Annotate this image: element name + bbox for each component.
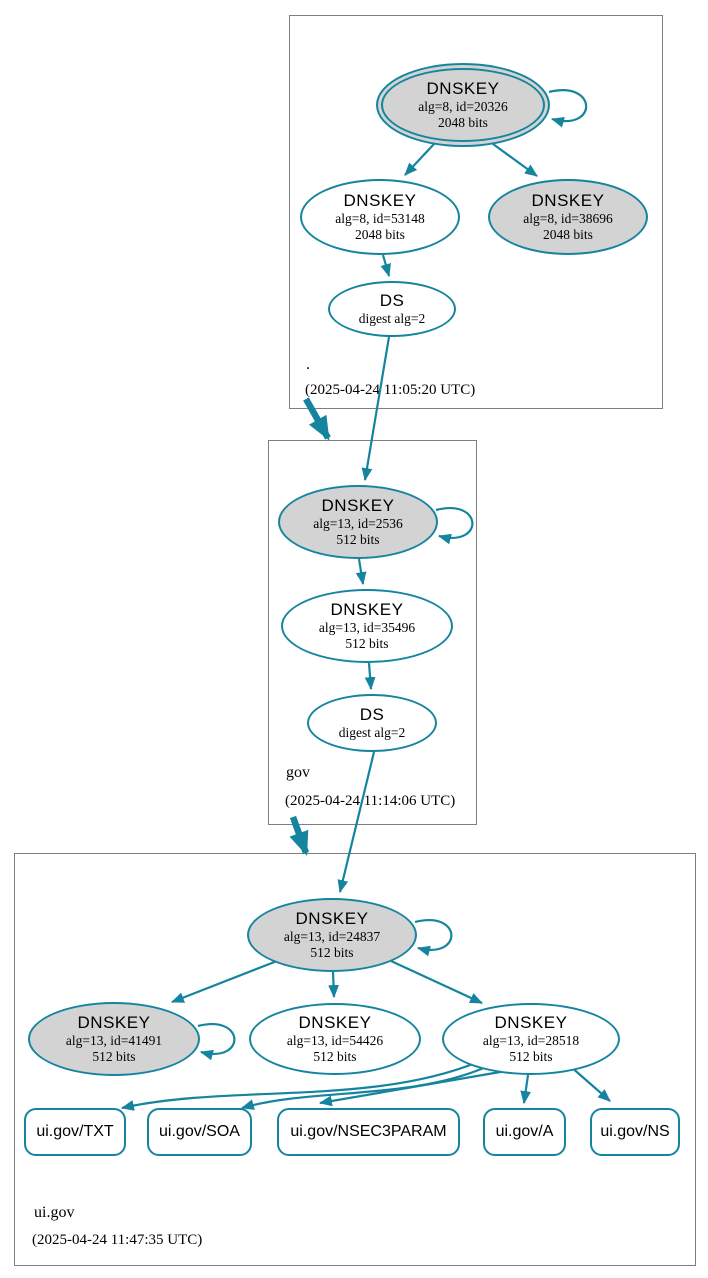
node-detail: alg=13, id=54426 bbox=[286, 1033, 384, 1048]
node-detail: alg=13, id=41491 bbox=[65, 1033, 163, 1048]
rrset-ui-gov-a[interactable]: ui.gov/A bbox=[483, 1108, 566, 1156]
node-title: DNSKEY bbox=[426, 79, 500, 98]
node-ds-root[interactable]: DS digest alg=2 bbox=[328, 281, 456, 337]
node-size: 2048 bits bbox=[355, 227, 405, 242]
node-size: 512 bits bbox=[336, 532, 380, 547]
rrset-ui-gov-txt[interactable]: ui.gov/TXT bbox=[24, 1108, 126, 1156]
node-title: DNSKEY bbox=[295, 909, 369, 928]
node-detail: digest alg=2 bbox=[358, 311, 426, 326]
node-dnskey-uigov-ksk[interactable]: DNSKEY alg=13, id=24837 512 bits bbox=[247, 898, 417, 972]
zone-label-ui-gov: ui.gov bbox=[34, 1204, 75, 1221]
node-detail: alg=8, id=38696 bbox=[523, 211, 613, 226]
node-dnskey-uigov-key28518[interactable]: DNSKEY alg=13, id=28518 512 bits bbox=[442, 1003, 620, 1075]
node-size: 512 bits bbox=[313, 1049, 357, 1064]
node-dnskey-gov-ksk[interactable]: DNSKEY alg=13, id=2536 512 bits bbox=[278, 485, 438, 559]
node-detail: alg=13, id=28518 bbox=[482, 1033, 580, 1048]
node-title: DS bbox=[379, 291, 405, 310]
node-title: DNSKEY bbox=[321, 496, 395, 515]
node-size: 512 bits bbox=[310, 945, 354, 960]
zone-label-root: . bbox=[306, 356, 310, 373]
node-title: DNSKEY bbox=[494, 1013, 568, 1032]
node-size: 512 bits bbox=[509, 1049, 553, 1064]
node-ds-gov[interactable]: DS digest alg=2 bbox=[307, 694, 437, 752]
rrset-ui-gov-nsec3param[interactable]: ui.gov/NSEC3PARAM bbox=[277, 1108, 460, 1156]
node-title: DNSKEY bbox=[531, 191, 605, 210]
node-size: 512 bits bbox=[345, 636, 389, 651]
node-dnskey-root-key2[interactable]: DNSKEY alg=8, id=38696 2048 bits bbox=[488, 179, 648, 255]
zone-label-gov: gov bbox=[286, 764, 310, 781]
node-detail: alg=13, id=35496 bbox=[318, 620, 416, 635]
node-dnskey-uigov-key41491[interactable]: DNSKEY alg=13, id=41491 512 bits bbox=[28, 1002, 200, 1076]
node-title: DNSKEY bbox=[343, 191, 417, 210]
node-dnskey-root-ksk[interactable]: DNSKEY alg=8, id=20326 2048 bits bbox=[376, 63, 550, 147]
node-title: DS bbox=[359, 705, 385, 724]
zone-timestamp-gov: (2025-04-24 11:14:06 UTC) bbox=[285, 793, 456, 809]
rrset-ui-gov-soa[interactable]: ui.gov/SOA bbox=[147, 1108, 252, 1156]
node-detail: digest alg=2 bbox=[338, 725, 406, 740]
zone-timestamp-ui-gov: (2025-04-24 11:47:35 UTC) bbox=[32, 1232, 203, 1248]
node-dnskey-root-zsk[interactable]: DNSKEY alg=8, id=53148 2048 bits bbox=[300, 179, 460, 255]
node-title: DNSKEY bbox=[77, 1013, 151, 1032]
node-detail: alg=8, id=20326 bbox=[418, 99, 508, 114]
node-size: 2048 bits bbox=[543, 227, 593, 242]
node-title: DNSKEY bbox=[298, 1013, 372, 1032]
node-size: 512 bits bbox=[92, 1049, 136, 1064]
node-title: DNSKEY bbox=[330, 600, 404, 619]
node-size: 2048 bits bbox=[438, 115, 488, 130]
node-dnskey-gov-zsk[interactable]: DNSKEY alg=13, id=35496 512 bits bbox=[281, 589, 453, 663]
node-detail: alg=8, id=53148 bbox=[335, 211, 425, 226]
zone-timestamp-root: (2025-04-24 11:05:20 UTC) bbox=[305, 382, 476, 398]
node-detail: alg=13, id=24837 bbox=[283, 929, 381, 944]
node-detail: alg=13, id=2536 bbox=[313, 516, 403, 531]
rrset-ui-gov-ns[interactable]: ui.gov/NS bbox=[590, 1108, 680, 1156]
node-dnskey-uigov-key54426[interactable]: DNSKEY alg=13, id=54426 512 bits bbox=[249, 1003, 421, 1075]
